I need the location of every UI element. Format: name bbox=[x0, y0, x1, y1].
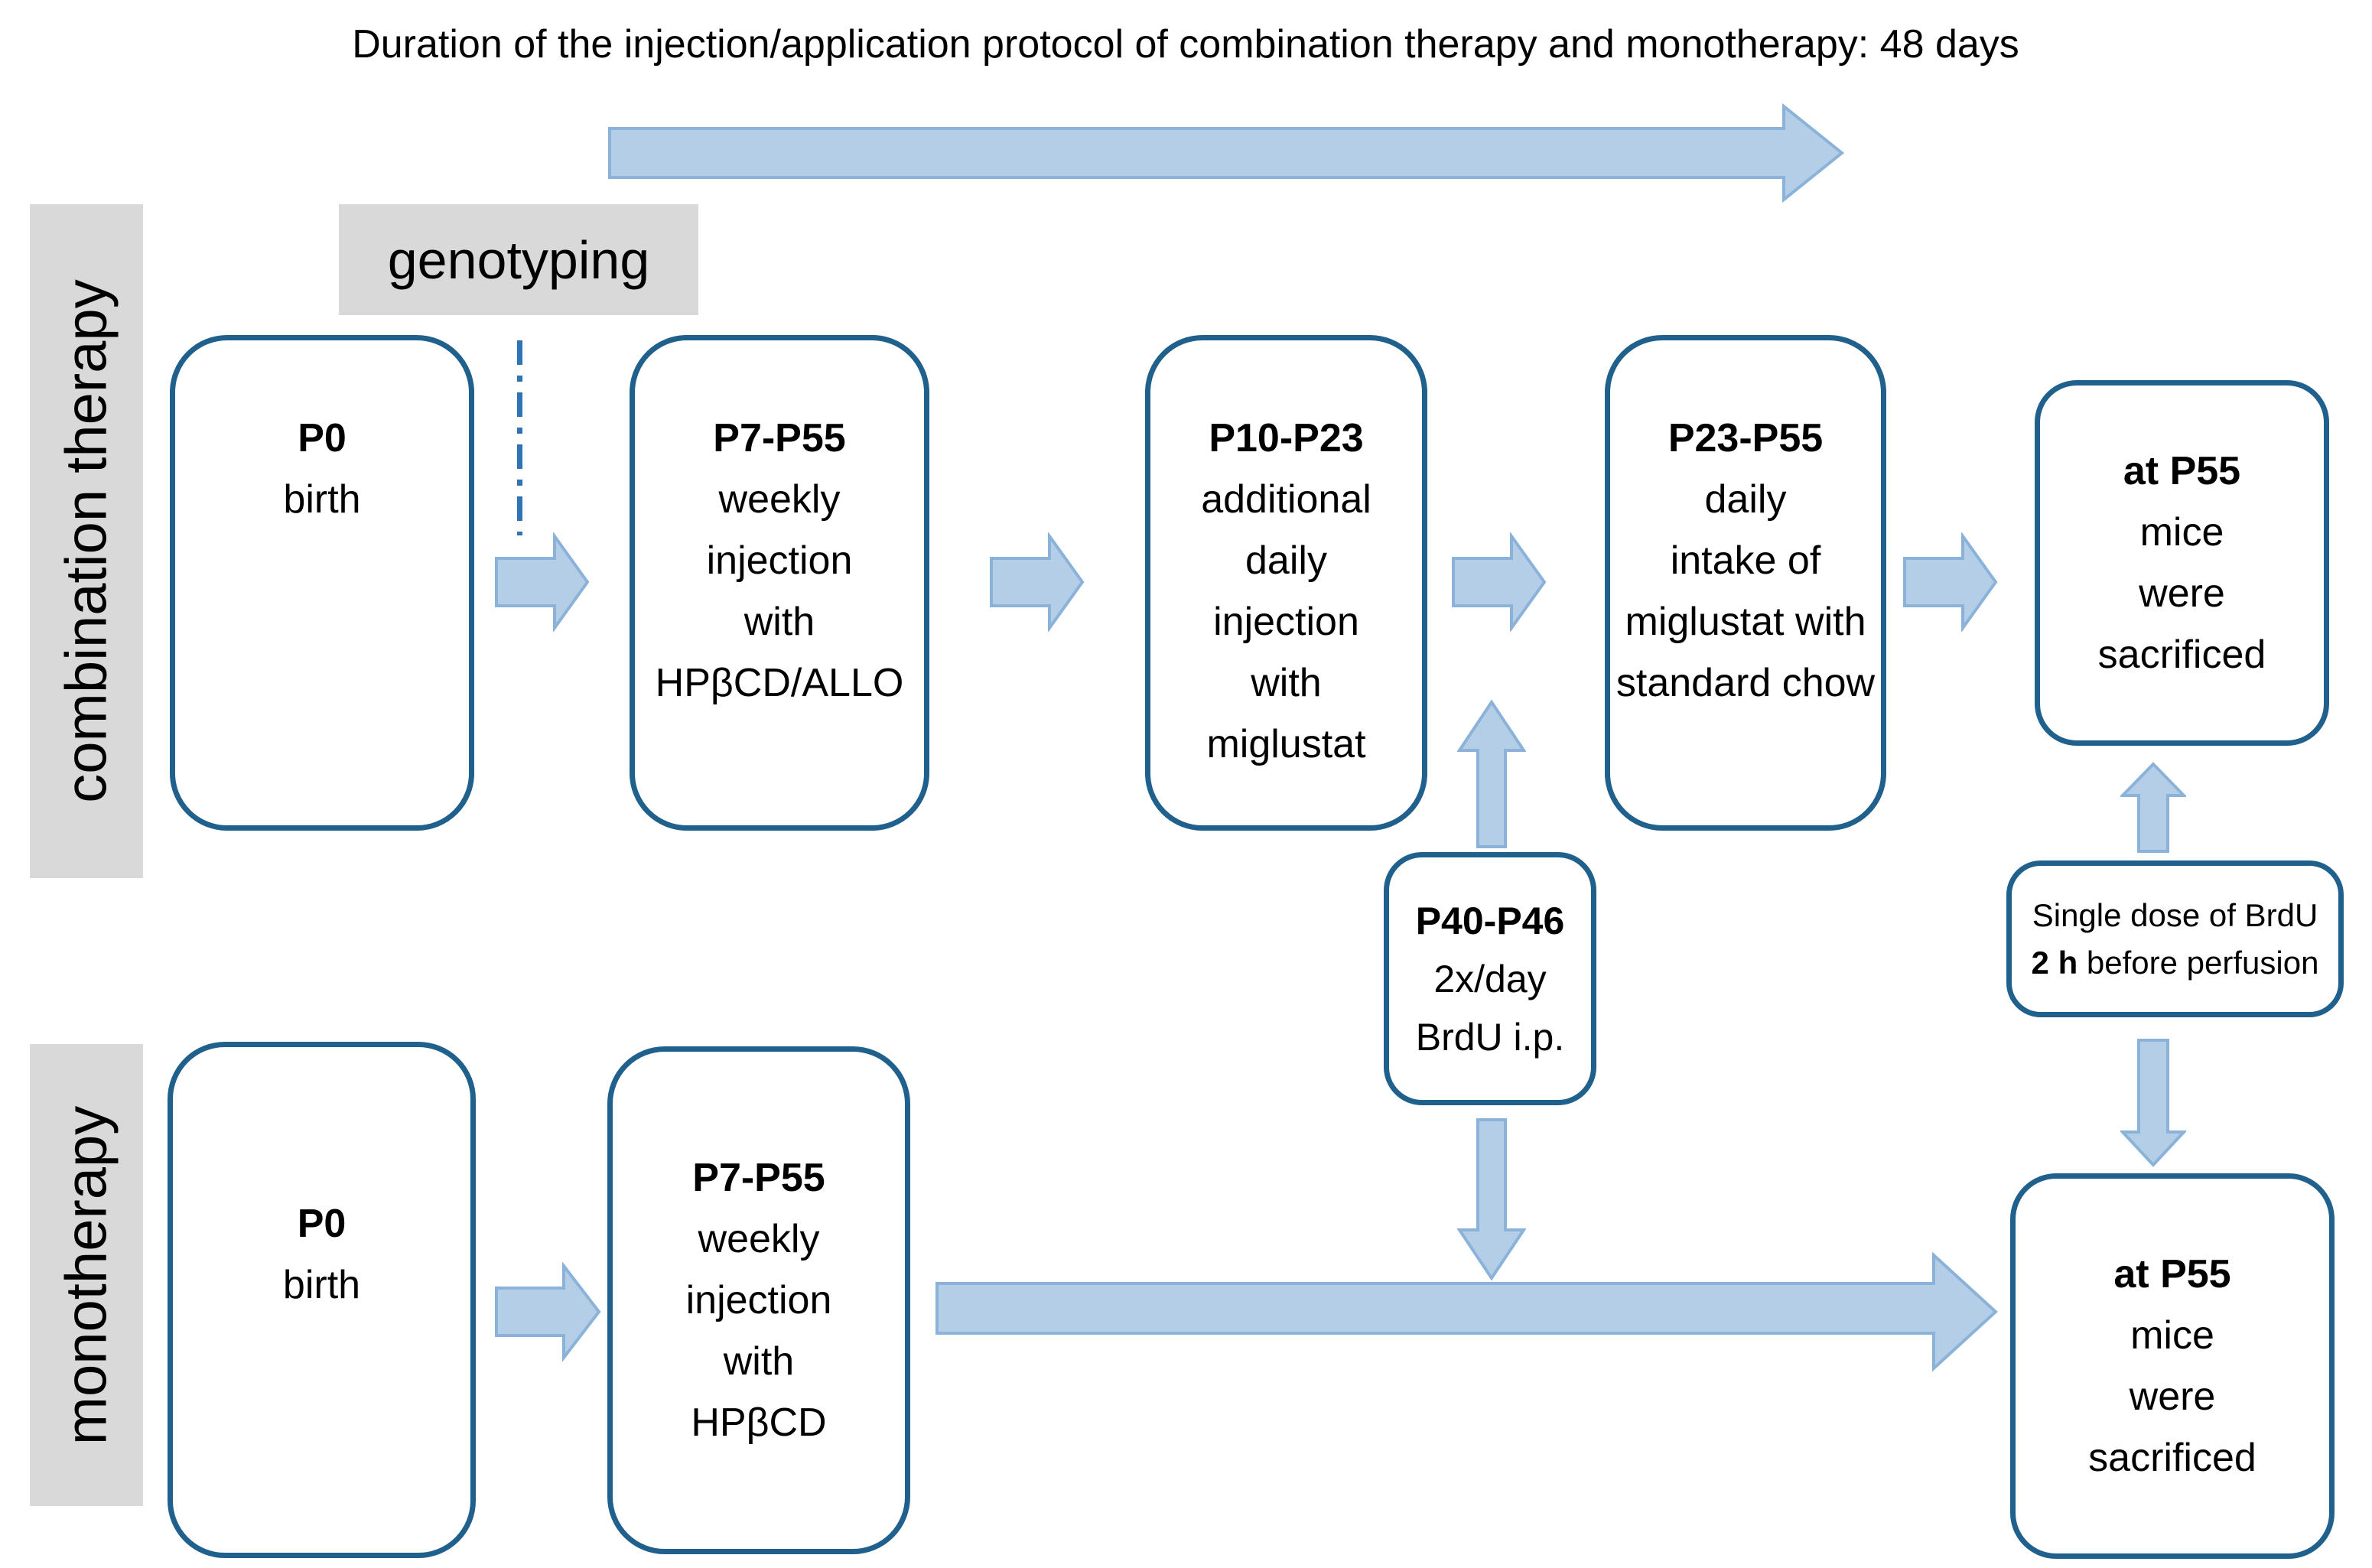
combo-box-p10-p23-miglustat: P10-P23 additional daily injection with … bbox=[1145, 335, 1427, 831]
genotyping-label: genotyping bbox=[339, 204, 698, 315]
combo-box-p0-birth: P0 birth bbox=[170, 335, 474, 831]
flow-arrow-right-icon bbox=[495, 1262, 601, 1361]
brdu-arrow-up-icon bbox=[1457, 700, 1526, 848]
mono-box-at-p55-sacrificed: at P55 mice were sacrificed bbox=[2010, 1173, 2335, 1559]
combo-box-at-p55-sacrificed: at P55 mice were sacrificed bbox=[2035, 380, 2329, 746]
mono-long-arrow-right-icon bbox=[935, 1252, 1998, 1371]
single-dose-brdu-box: Single dose of BrdU 2 h before perfusion bbox=[2006, 860, 2344, 1017]
brdu-p40-p46-box: P40-P46 2x/day BrdU i.p. bbox=[1384, 852, 1596, 1105]
brdu-arrow-down-icon bbox=[1457, 1118, 1526, 1280]
genotyping-dashed-connector bbox=[517, 340, 522, 535]
mono-box-p0-birth: P0 birth bbox=[168, 1042, 476, 1558]
flow-arrow-right-icon bbox=[495, 532, 590, 632]
flow-arrow-right-icon bbox=[1452, 532, 1547, 632]
combo-box-p23-p55-chow: P23-P55 daily intake of miglustat with s… bbox=[1605, 335, 1886, 831]
perfusion-arrow-down-icon bbox=[2120, 1039, 2186, 1167]
page-title: Duration of the injection/application pr… bbox=[352, 22, 2019, 67]
combo-box-p7-p55-hpbcd-allo: P7-P55 weekly injection with HPβCD/ALLO bbox=[630, 335, 929, 831]
row-label-monotherapy: monotherapy bbox=[30, 1044, 143, 1506]
single-dose-line2: 2 h before perfusion bbox=[2031, 944, 2319, 981]
perfusion-arrow-up-icon bbox=[2120, 762, 2186, 853]
flow-arrow-right-icon bbox=[1903, 532, 1998, 632]
row-label-combination-therapy: combination therapy bbox=[30, 204, 143, 878]
mono-box-p7-p55-hpbcd: P7-P55 weekly injection with HPβCD bbox=[607, 1046, 910, 1554]
flow-arrow-right-icon bbox=[990, 532, 1085, 632]
duration-arrow-right-icon bbox=[608, 103, 1845, 203]
